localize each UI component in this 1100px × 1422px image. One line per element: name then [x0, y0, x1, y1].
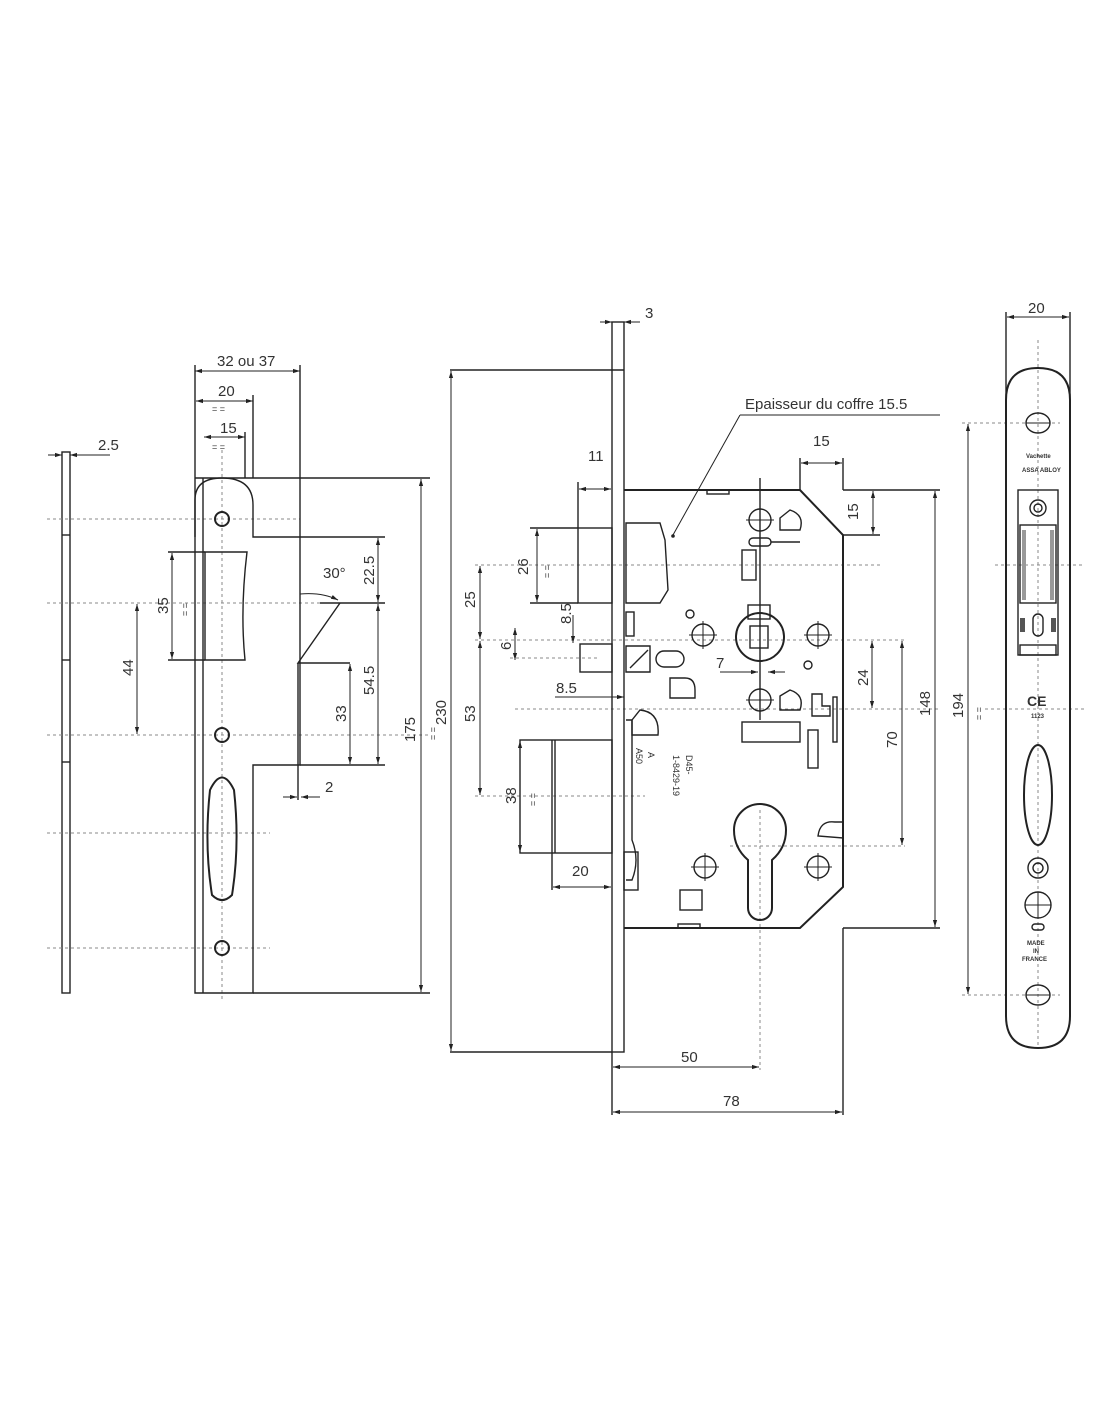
case-markings: A50 A D45- 1-8429-19 — [634, 748, 694, 796]
dimension-label: 20 — [1028, 300, 1045, 317]
marking-text: A — [646, 752, 656, 758]
dimension-label: 33 — [333, 705, 350, 722]
dimension-label: 38 — [503, 787, 520, 804]
d-shape-part — [669, 677, 696, 699]
dimension-label: 7 — [716, 655, 724, 672]
lock-slide — [741, 721, 801, 743]
dimension-label: 78 — [723, 1093, 740, 1110]
anti-card-latch — [579, 643, 613, 673]
dimension-label: 24 — [855, 669, 872, 686]
lock-body-view: A50 A D45- 1-8429-19 Epaisseur du coffre… — [428, 305, 940, 1115]
dimension-label: 32 ou 37 — [217, 353, 275, 370]
strike-plate-outline — [194, 477, 301, 994]
deadbolt-slot — [1023, 744, 1053, 846]
brand-logo-text: Vachette — [1026, 454, 1051, 460]
dimension-label: 230 — [433, 700, 450, 725]
dimension-label: 70 — [884, 731, 901, 748]
dimension-label: 44 — [120, 659, 137, 676]
front-faceplate — [1005, 366, 1071, 1050]
strike-plate-view: 32 ou 37 20 = = 15 = = 175 22.5 54.5 33 … — [47, 353, 430, 1000]
dimension-label: 22.5 — [361, 556, 378, 585]
fixing-holes — [685, 506, 832, 881]
lock-faceplate — [611, 321, 625, 1053]
dimension-label: 20 — [218, 383, 235, 400]
dimension-label: 3 — [645, 305, 653, 322]
screw-hole — [214, 727, 230, 743]
origin-text: IN — [1033, 949, 1039, 955]
marking-text: 1-8429-19 — [671, 755, 681, 796]
equal-marks: = = — [180, 603, 190, 616]
case-thickness-note: Epaisseur du coffre 15.5 — [745, 396, 907, 413]
marking-text: A50 — [634, 748, 644, 764]
ce-mark: CE — [1027, 693, 1046, 709]
marking-text: D45- — [684, 755, 694, 775]
origin-text: MADE — [1027, 941, 1045, 947]
equal-marks: = = — [528, 793, 538, 806]
dimension-label: 2.5 — [98, 437, 119, 454]
dimension-label: 25 — [462, 591, 479, 608]
screw-hole — [214, 940, 230, 956]
latch-mechanism — [625, 522, 669, 604]
dimension-label: 50 — [681, 1049, 698, 1066]
dimension-label: 20 — [572, 863, 589, 880]
lock-case — [624, 489, 844, 929]
ce-number: 1123 — [1031, 714, 1045, 720]
dimension-label: 15 — [845, 503, 862, 520]
dimension-label: 11 — [588, 448, 604, 465]
side-plate — [61, 451, 71, 994]
latch-window — [1019, 524, 1057, 604]
dimension-label: 15 — [220, 420, 237, 437]
dimension-label: 6 — [498, 642, 515, 650]
side-plate-view: 2.5 — [48, 437, 119, 994]
dimension-label: 26 — [515, 558, 532, 575]
equal-marks: = = — [212, 442, 225, 452]
equal-marks: = = — [212, 404, 225, 414]
equal-marks: = = — [542, 565, 552, 578]
dimension-label: 53 — [462, 705, 479, 722]
follower-hub — [735, 612, 785, 662]
dimension-label: 8.5 — [558, 603, 575, 624]
angle-label: 30° — [323, 565, 346, 582]
faceplate-front-view: 20 194 = = Vachette ASSA ABLOY CE 1123 M… — [950, 300, 1085, 1050]
euro-cylinder-hole — [732, 803, 788, 921]
group-logo-text: ASSA ABLOY — [1022, 468, 1061, 474]
dimension-label: 8.5 — [556, 680, 577, 697]
dimension-label: 15 — [813, 433, 830, 450]
dimension-label: 194 — [950, 693, 967, 718]
origin-text: FRANCE — [1022, 957, 1047, 963]
dimension-label: 175 — [402, 717, 419, 742]
dimension-label: 54.5 — [361, 666, 378, 695]
strike-slot — [206, 776, 238, 901]
dimension-label: 2 — [325, 779, 333, 796]
strike-opening — [204, 551, 248, 661]
equal-marks: = = — [974, 707, 984, 720]
dimension-label: 148 — [917, 691, 934, 716]
screw-hole — [214, 511, 230, 527]
equal-marks: = = — [428, 727, 438, 740]
latch-bolt — [577, 527, 613, 604]
dimension-label: 35 — [155, 597, 172, 614]
